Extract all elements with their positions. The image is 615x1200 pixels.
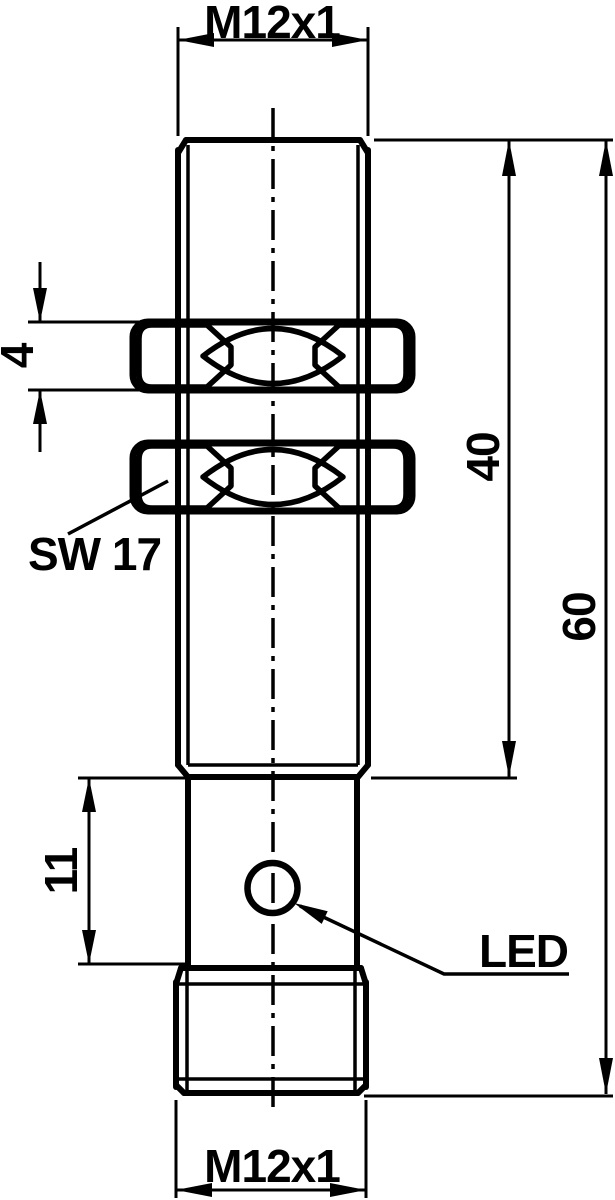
wrench-size-label: SW 17 [28,528,161,580]
nut-thickness-value: 4 [0,342,43,368]
thread-bottom-label: M12x1 [204,1140,340,1192]
dimension-housing-length: 11 [35,776,186,966]
bottom-thread-section [173,965,369,1096]
dimension-nut-thickness: 4 [0,262,175,452]
thread-length-value: 40 [457,432,509,481]
dimension-thread-length: 40 [371,138,613,780]
led-label: LED [479,925,568,977]
total-length-value: 60 [553,592,605,641]
thread-top-label: M12x1 [204,0,340,48]
housing-length-value: 11 [35,847,87,894]
upper-thread-section [175,137,371,780]
callout-led: LED [294,903,569,977]
callout-wrench-size: SW 17 [28,479,169,580]
dimension-thread-top: M12x1 [176,0,370,136]
dimension-thread-bottom: M12x1 [174,1100,368,1198]
dimension-total-length: 60 [364,140,613,1098]
